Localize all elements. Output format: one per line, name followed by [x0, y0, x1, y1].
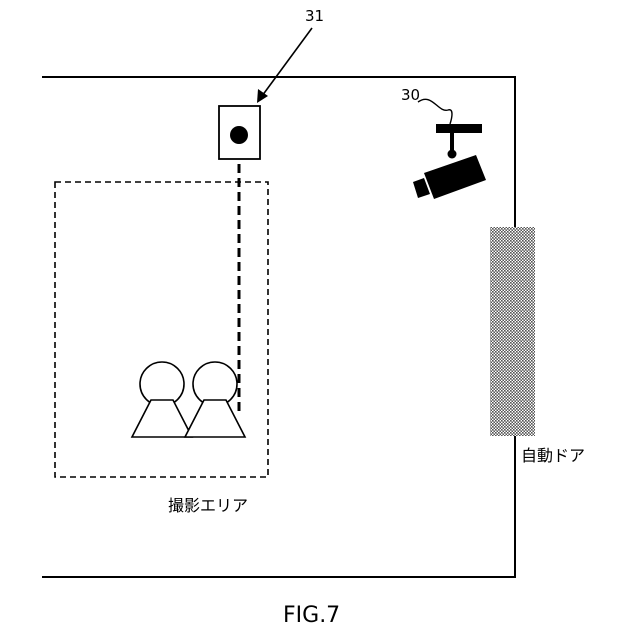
- reference-label-31: 31: [305, 7, 324, 25]
- room-wall-outline: [42, 77, 515, 577]
- person-icon: [132, 362, 192, 437]
- surveillance-camera-icon: [413, 124, 486, 199]
- automatic-door: [490, 227, 535, 436]
- automatic-door-label: 自動ドア: [521, 442, 585, 466]
- shooting-area-label: 撮影エリア: [168, 492, 248, 516]
- leader-curve-30: [418, 99, 452, 124]
- leader-arrow-31: [257, 28, 312, 103]
- reference-label-30: 30: [401, 86, 420, 104]
- figure-caption: FIG.7: [283, 603, 340, 628]
- sensor-device-icon: [219, 106, 260, 159]
- person-icon: [185, 362, 245, 437]
